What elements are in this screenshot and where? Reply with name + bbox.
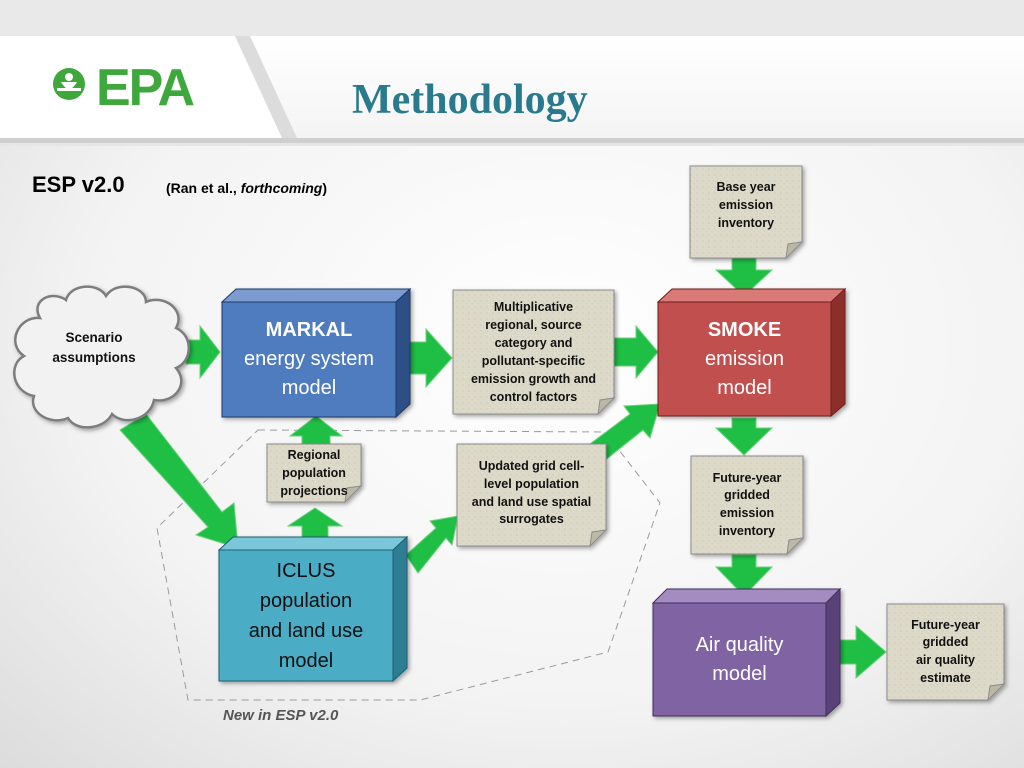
arrow-scenario-to-markal — [185, 324, 221, 380]
note-line: inventory — [717, 215, 775, 230]
air-quality-line: Air quality — [695, 633, 784, 656]
smoke-name: SMOKE — [707, 318, 782, 341]
smoke-box — [656, 287, 847, 418]
scenario-assumptions-label: Scenario assumptions — [24, 328, 164, 367]
page-title: Methodology — [352, 77, 588, 123]
future-inventory-note: Future-year gridded emission inventory — [691, 456, 803, 554]
note-line: emission growth and — [470, 372, 596, 387]
note-line: Regional — [287, 448, 341, 463]
note-line: inventory — [718, 523, 776, 538]
note-line: surrogates — [499, 512, 564, 527]
air-quality-box — [651, 587, 842, 718]
epa-flower-icon — [53, 68, 85, 100]
markal-label: MARKAL energy system model — [222, 302, 396, 417]
citation-close: ) — [322, 180, 328, 196]
fold-icon — [597, 397, 616, 416]
fold-icon — [785, 241, 804, 260]
note-line: population — [282, 466, 346, 481]
markal-box — [220, 287, 412, 419]
iclus-line: population — [259, 589, 353, 612]
arrow-scenario-to-iclus — [119, 413, 239, 549]
citation-authors: (Ran et al., — [166, 180, 241, 196]
note-line: regional, source — [485, 317, 582, 332]
note-line: gridded — [724, 488, 770, 503]
note-line: projections — [280, 483, 348, 498]
markal-name: MARKAL — [265, 319, 353, 341]
growth-factors-note: Multiplicative regional, source category… — [453, 290, 614, 414]
note-line: control factors — [489, 390, 578, 405]
note-line: gridded — [922, 635, 969, 650]
note-line: and land use spatial — [471, 494, 592, 509]
note-line: estimate — [920, 670, 971, 685]
smoke-line: model — [717, 376, 772, 399]
arrow-regional-pop-to-markal — [288, 415, 344, 447]
citation-status: forthcoming — [240, 180, 323, 196]
note-line: category and — [494, 335, 573, 350]
logo-text: EPA — [96, 59, 195, 117]
note-line: pollutant-specific — [481, 354, 586, 368]
arrow-smoke-to-future-inventory — [714, 417, 774, 456]
arrow-surrogates-to-smoke — [589, 403, 661, 462]
note-line: Future-year — [712, 470, 782, 485]
iclus-box — [217, 535, 409, 683]
esp-version-title: ESP v2.0 — [32, 172, 125, 197]
iclus-line: and land use — [248, 619, 364, 642]
fold-icon — [589, 529, 608, 548]
smoke-line: emission — [705, 347, 784, 370]
note-line: Base year — [716, 180, 776, 195]
note-line: Multiplicative — [493, 299, 574, 314]
markal-line: model — [281, 377, 337, 399]
epa-logo: EPA — [52, 59, 195, 117]
note-line: Updated grid cell- — [478, 459, 585, 473]
fold-icon — [987, 683, 1006, 702]
scenario-line: Scenario — [65, 330, 123, 345]
air-quality-line: model — [712, 662, 767, 685]
arrow-factors-to-smoke — [613, 324, 659, 380]
fold-icon — [344, 485, 363, 504]
note-line: emission — [719, 506, 775, 520]
air-quality-label: Air quality model — [653, 603, 826, 716]
markal-line: energy system — [243, 348, 375, 370]
fold-icon — [786, 537, 805, 556]
citation: (Ran et al., forthcoming) — [166, 180, 327, 196]
note-line: air quality — [915, 653, 976, 667]
new-in-esp-label: New in ESP v2.0 — [223, 707, 339, 724]
arrow-iclus-to-surrogates — [405, 515, 459, 574]
surrogates-note: Updated grid cell- level population and … — [457, 444, 606, 544]
scenario-cloud-shape — [13, 285, 190, 429]
regional-pop-note: Regional population projections — [267, 444, 361, 504]
note-line: Future-year — [911, 617, 980, 632]
arrow-baseyear-to-smoke — [714, 257, 774, 297]
note-line: emission — [718, 198, 774, 213]
iclus-label: ICLUS population and land use model — [219, 550, 393, 681]
note-line: level population — [483, 476, 580, 491]
header-band — [0, 0, 1024, 146]
scenario-line: assumptions — [52, 349, 136, 365]
iclus-line: ICLUS — [276, 559, 336, 582]
smoke-label: SMOKE emission model — [658, 302, 831, 416]
arrow-inventory-to-airquality — [714, 554, 774, 597]
base-year-note: Base year emission inventory — [690, 166, 802, 246]
iclus-line: model — [278, 649, 334, 672]
future-aq-note: Future-year gridded air quality estimate — [887, 604, 1004, 700]
